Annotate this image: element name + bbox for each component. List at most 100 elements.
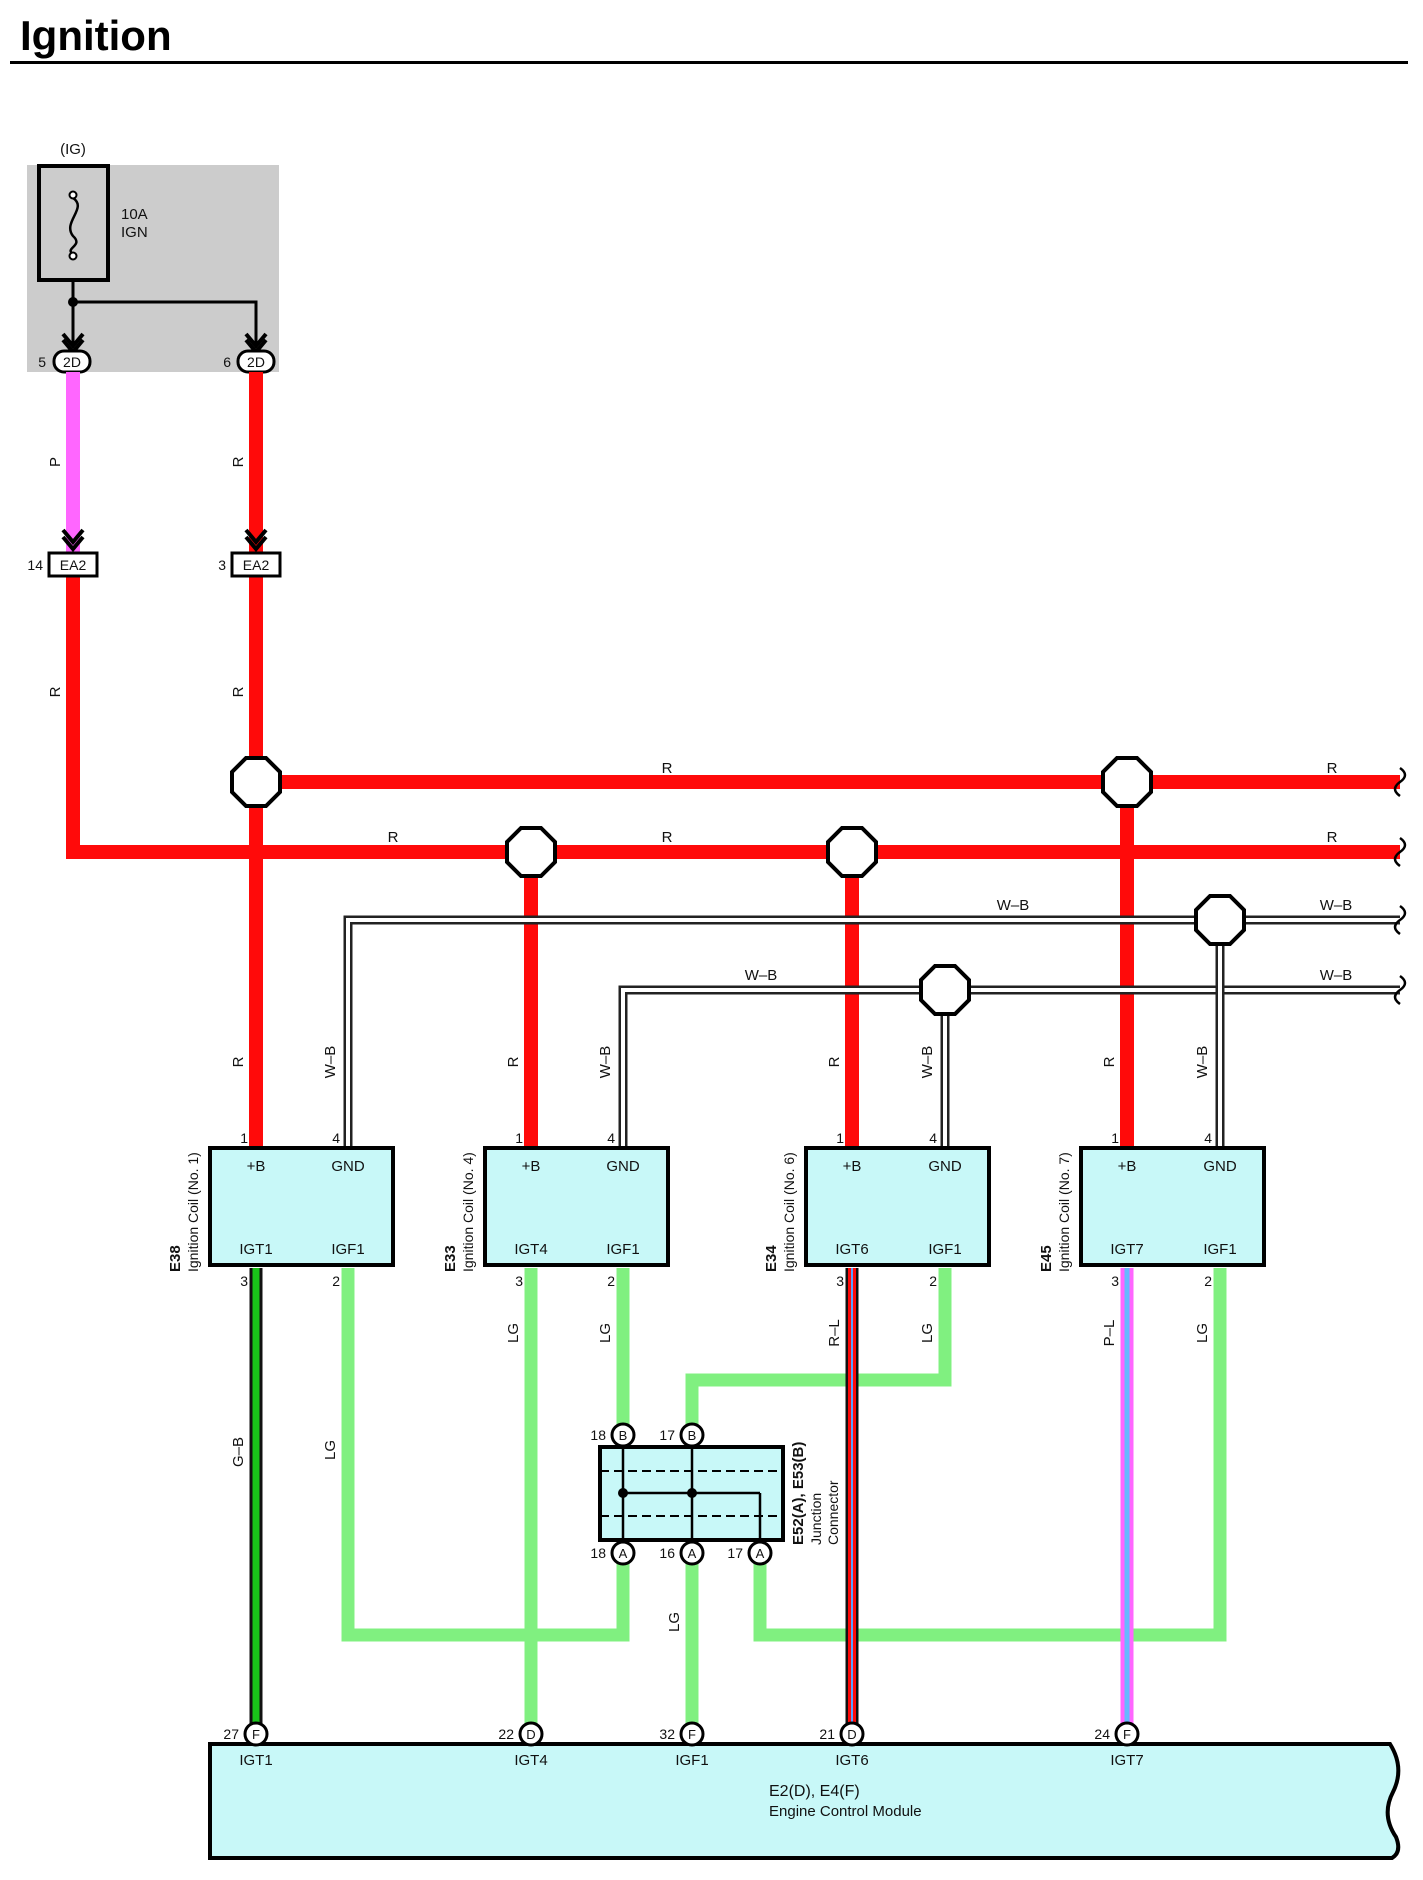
pin-number: 21 [819, 1726, 835, 1742]
pin-number: 1 [1111, 1130, 1119, 1146]
page-title: Ignition [20, 12, 172, 59]
coil-terminal: +B [247, 1158, 266, 1175]
pin-number: 24 [1094, 1726, 1110, 1742]
connector-ea2-pin3 [230, 551, 282, 578]
pin-number: 3 [1111, 1273, 1119, 1289]
wire-color-label: R [826, 1056, 843, 1067]
ecm-name: Engine Control Module [769, 1803, 922, 1820]
connector-ea2-pin14 [47, 551, 99, 578]
coil-terminal: IGT1 [239, 1241, 272, 1258]
pin-number: 1 [836, 1130, 844, 1146]
pin-number: 2 [607, 1273, 615, 1289]
wire-color-label: R [662, 829, 673, 846]
pin-letter: F [1123, 1727, 1131, 1742]
coil-terminal: +B [522, 1158, 541, 1175]
continuation-break-marks [1393, 766, 1407, 1006]
wire-color-label: R [1327, 829, 1338, 846]
title-rule [10, 61, 1408, 64]
ecm-terminal [839, 1721, 865, 1747]
coil-terminal: +B [843, 1158, 862, 1175]
junction-id: E52(A), E53(B) [790, 1442, 807, 1545]
pin-letter: B [619, 1428, 628, 1443]
ecm-terminal-label: IGT7 [1110, 1752, 1143, 1769]
wire-lg [753, 1268, 1227, 1642]
junction-pin [679, 1540, 705, 1566]
wire-wb-lower [618, 985, 1400, 1148]
pin-number: 1 [240, 1130, 248, 1146]
wire-color-label: R [388, 829, 399, 846]
wire-color-label: R [662, 760, 673, 777]
ignition-coil-no1: +B GND IGT1 IGF1 1 4 3 2 E38 Ignition Co… [167, 1130, 395, 1289]
pin-number: 2 [1204, 1273, 1212, 1289]
wire-color-label: W–B [597, 1046, 614, 1079]
fuse-rating: 10A [121, 206, 148, 223]
coil-terminal: GND [1203, 1158, 1237, 1175]
pin-number: 2 [929, 1273, 937, 1289]
coil-terminal: IGF1 [331, 1241, 364, 1258]
splice-point [826, 826, 878, 878]
pin-number: 6 [223, 354, 231, 370]
pin-number: 17 [659, 1427, 675, 1443]
pin-letter: A [756, 1546, 765, 1561]
pin-number: 22 [498, 1726, 514, 1742]
ignition-coil-no6: +B GND IGT6 IGF1 1 4 3 2 E34 Ignition Co… [763, 1130, 991, 1289]
fuse-element [69, 196, 80, 256]
junction-pin [747, 1540, 773, 1566]
wire-color-label: LG [505, 1323, 522, 1343]
wire-lg [685, 1268, 952, 1435]
coil-id: E34 [763, 1245, 780, 1272]
coil-terminal: GND [606, 1158, 640, 1175]
ecm-terminal [1114, 1721, 1140, 1747]
pin-number: 32 [659, 1726, 675, 1742]
ecm-terminal [679, 1721, 705, 1747]
connector-name: 2D [63, 354, 81, 370]
pin-number: 17 [727, 1545, 743, 1561]
pin-number: 5 [38, 354, 46, 370]
fuse-source-label: (IG) [60, 141, 86, 158]
pin-number: 27 [223, 1726, 239, 1742]
ignition-coil-no4: +B GND IGT4 IGF1 1 4 3 2 E33 Ignition Co… [442, 1130, 670, 1289]
coil-terminal: IGT6 [835, 1241, 868, 1258]
connector-name: EA2 [60, 557, 87, 573]
wire-lg [341, 1268, 630, 1642]
wire-wb [940, 920, 1225, 1148]
wire-color-label: R [505, 1056, 522, 1067]
splice-point [230, 756, 282, 808]
coil-terminal: IGT7 [1110, 1241, 1143, 1258]
ecm-terminal [243, 1721, 269, 1747]
wire-color-label: LG [919, 1323, 936, 1343]
pin-number: 14 [27, 557, 43, 573]
coil-terminal: IGF1 [1203, 1241, 1236, 1258]
pin-letter: A [688, 1546, 697, 1561]
coil-terminal: IGF1 [928, 1241, 961, 1258]
connector-name: EA2 [243, 557, 270, 573]
wire-color-label: W–B [322, 1046, 339, 1079]
pin-number: 1 [515, 1130, 523, 1146]
pin-number: 3 [515, 1273, 523, 1289]
pin-number: 18 [590, 1427, 606, 1443]
pin-number: 3 [218, 557, 226, 573]
splice-point [919, 964, 971, 1016]
wire-color-label: W–B [1194, 1046, 1211, 1079]
pin-number: 4 [1204, 1130, 1212, 1146]
ecm-terminal-label: IGT4 [514, 1752, 547, 1769]
wire-color-label: R [230, 456, 247, 467]
junction-pin [610, 1540, 636, 1566]
pin-letter: F [688, 1727, 696, 1742]
coil-name: Ignition Coil (No. 7) [1056, 1152, 1072, 1272]
wire-color-label: R [1101, 1056, 1118, 1067]
wire-color-label: LG [666, 1612, 683, 1632]
coil-terminal: IGF1 [606, 1241, 639, 1258]
coil-id: E45 [1038, 1245, 1055, 1272]
wire-r-lower-bus [66, 575, 1400, 859]
wire-wb-upper [343, 915, 1400, 1148]
pin-letter: B [688, 1428, 697, 1443]
wire-color-label: LG [322, 1440, 339, 1460]
wire-color-label: W–B [1320, 897, 1353, 914]
splice-point [1194, 894, 1246, 946]
wire-color-label: W–B [1320, 967, 1353, 984]
coil-terminal: GND [928, 1158, 962, 1175]
ecm-terminal [518, 1721, 544, 1747]
junction-connector: B 18 B 17 A 18 A 16 A 17 E52(A), E53(B) … [590, 1422, 841, 1566]
